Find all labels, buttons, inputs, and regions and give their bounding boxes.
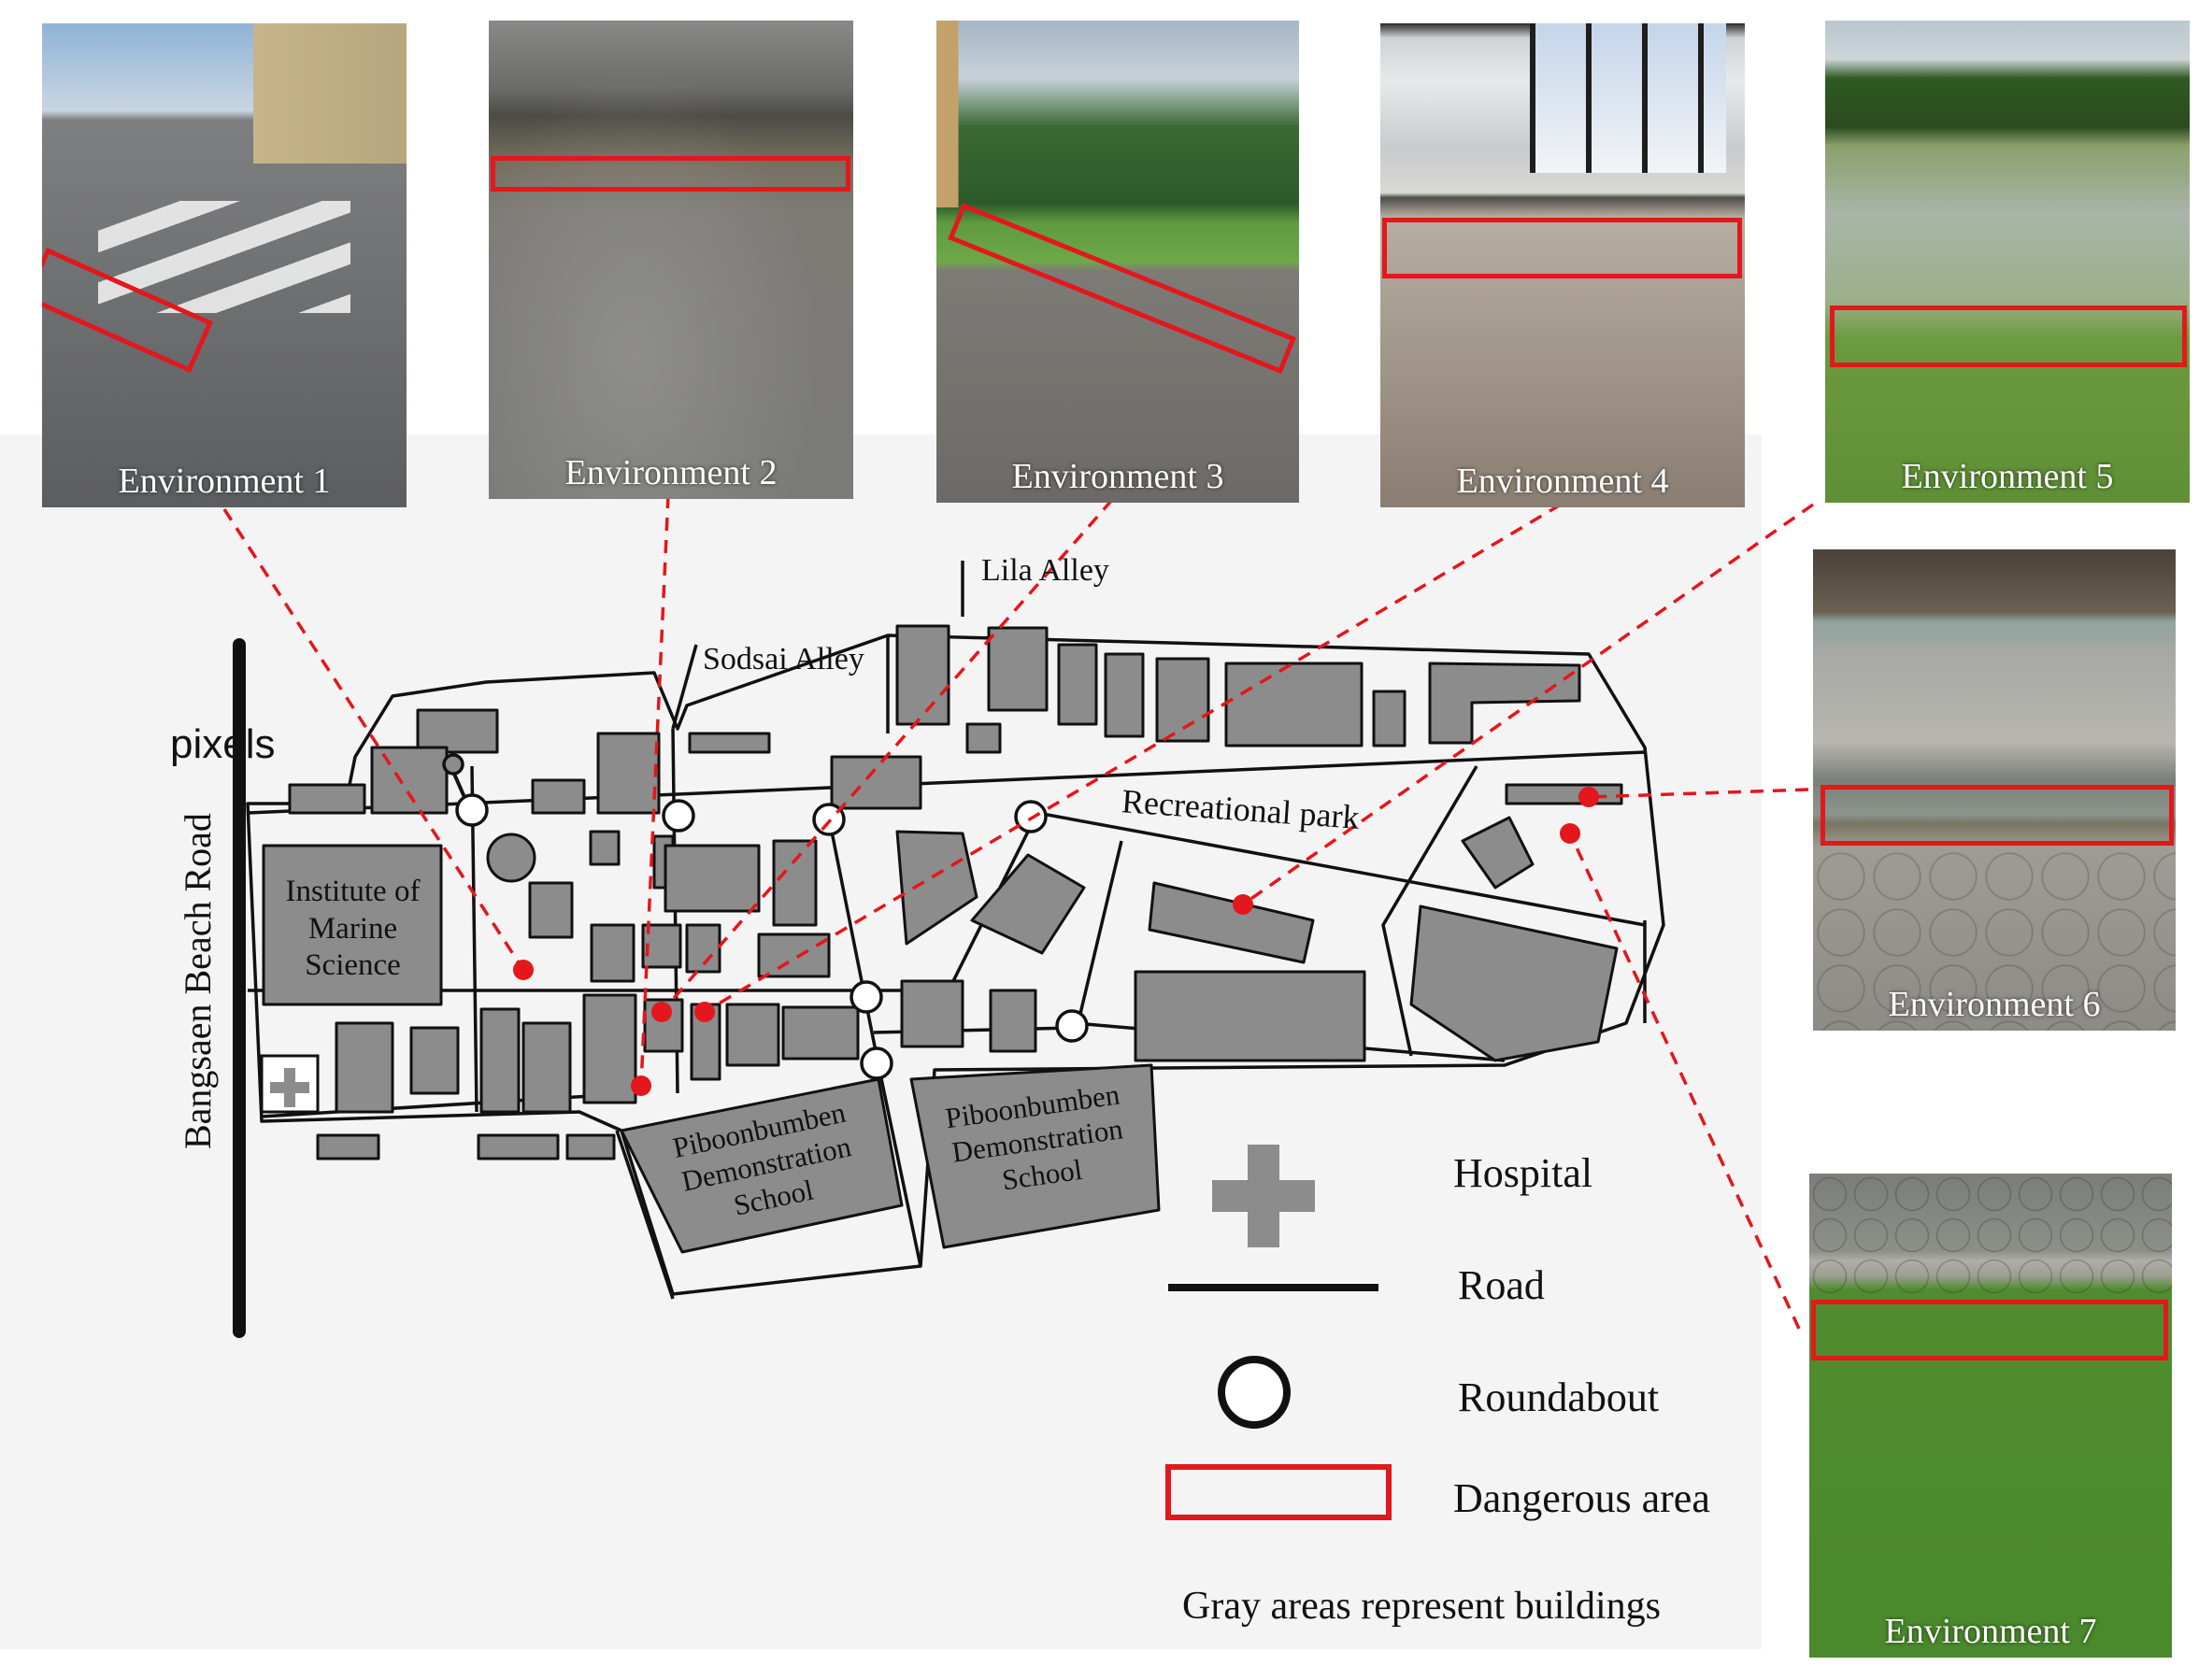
danger-dot-6 bbox=[1578, 787, 1599, 807]
building bbox=[477, 1133, 560, 1160]
building bbox=[1104, 652, 1145, 738]
roundabout-circle-icon bbox=[1055, 1009, 1089, 1043]
photo-caption: Environment 2 bbox=[564, 453, 778, 492]
building bbox=[772, 839, 818, 927]
building bbox=[288, 783, 366, 815]
building bbox=[900, 979, 964, 1048]
roundabouts bbox=[442, 753, 1089, 1080]
legend-road: Road bbox=[1458, 1262, 1545, 1308]
legend-hospital: Hospital bbox=[1453, 1150, 1593, 1196]
building bbox=[1409, 904, 1619, 1062]
building bbox=[1505, 783, 1623, 805]
photo-environment-3: Environment 3 bbox=[936, 21, 1299, 503]
road-label-sodsai: Sodsai Alley bbox=[703, 642, 864, 676]
building bbox=[1461, 816, 1535, 890]
building bbox=[416, 708, 499, 754]
leader-line-6 bbox=[1588, 788, 1809, 799]
danger-box-icon bbox=[1821, 785, 2174, 846]
building bbox=[970, 853, 1086, 955]
leader-line-2 bbox=[639, 494, 670, 1087]
danger-box-icon bbox=[1811, 1300, 2168, 1360]
building bbox=[830, 755, 922, 810]
building bbox=[565, 1133, 616, 1160]
leader-line-4 bbox=[704, 503, 1562, 1014]
leader-lines bbox=[222, 494, 1815, 1330]
photo-caption: Environment 6 bbox=[1888, 985, 2101, 1024]
leader-line-3 bbox=[660, 498, 1114, 1014]
photo-environment-7: Environment 7 bbox=[1809, 1174, 2172, 1658]
building bbox=[1057, 643, 1098, 726]
building-school-left bbox=[620, 1077, 904, 1254]
building bbox=[1134, 970, 1366, 1062]
building bbox=[664, 844, 761, 913]
legend-note: Gray areas represent buildings bbox=[1182, 1585, 1661, 1628]
building bbox=[1155, 657, 1210, 743]
photo-environment-5: Environment 5 bbox=[1825, 21, 2190, 503]
building bbox=[987, 626, 1049, 712]
photo-caption: Environment 5 bbox=[1901, 457, 2114, 496]
stray-word: pixels bbox=[170, 721, 276, 767]
building bbox=[335, 1021, 394, 1114]
leader-line-5 bbox=[1241, 503, 1815, 906]
building bbox=[1224, 662, 1364, 747]
building bbox=[521, 1021, 572, 1114]
building bbox=[590, 923, 635, 983]
building bbox=[370, 746, 449, 815]
photo-caption: Environment 1 bbox=[118, 462, 331, 501]
building bbox=[531, 778, 586, 815]
danger-box-icon bbox=[1830, 306, 2187, 367]
building bbox=[596, 732, 661, 815]
roundabout-circle-icon bbox=[442, 753, 464, 776]
building-institute bbox=[262, 844, 443, 1006]
building bbox=[688, 732, 771, 754]
photo-caption: Environment 4 bbox=[1456, 462, 1669, 501]
roundabout-circle-icon bbox=[860, 1046, 893, 1080]
building bbox=[409, 1026, 460, 1095]
photo-caption: Environment 3 bbox=[1011, 457, 1224, 496]
building bbox=[1148, 881, 1315, 964]
building bbox=[1428, 662, 1581, 745]
leader-line-1 bbox=[222, 508, 525, 971]
roundabout-circle-icon bbox=[850, 980, 883, 1014]
roundabout-circle-icon bbox=[455, 793, 489, 827]
building bbox=[479, 1007, 521, 1114]
building bbox=[486, 833, 536, 883]
building bbox=[725, 1003, 780, 1067]
hospital-cross-icon bbox=[1212, 1145, 1315, 1247]
roundabout-circle-icon bbox=[662, 799, 695, 833]
road-label-bangsaen: Bangsaen Beach Road bbox=[177, 813, 219, 1149]
building bbox=[965, 722, 1002, 754]
danger-box-icon bbox=[1165, 1464, 1392, 1520]
buildings bbox=[262, 624, 1623, 1254]
photo-environment-2: Environment 2 bbox=[489, 21, 853, 499]
area-label-institute: Institute of Marine Science bbox=[285, 875, 421, 983]
legend-dangerous: Dangerous area bbox=[1453, 1475, 1710, 1521]
building bbox=[895, 624, 950, 726]
photo-environment-6: Environment 6 bbox=[1813, 549, 2176, 1031]
legend-roundabout: Roundabout bbox=[1458, 1374, 1660, 1420]
building bbox=[781, 1005, 860, 1061]
building bbox=[685, 923, 721, 974]
danger-box-icon bbox=[1382, 218, 1742, 278]
hospital-cross-icon bbox=[270, 1068, 309, 1107]
photo-environment-4: Environment 4 bbox=[1380, 23, 1745, 507]
building bbox=[589, 830, 621, 866]
leader-line-7 bbox=[1568, 833, 1801, 1330]
road-label-lila: Lila Alley bbox=[981, 553, 1109, 588]
building-school-right bbox=[909, 1063, 1161, 1249]
photo-environment-1: Environment 1 bbox=[42, 23, 407, 507]
building bbox=[316, 1133, 380, 1160]
building bbox=[895, 830, 978, 946]
roundabout-circle-icon bbox=[1218, 1356, 1291, 1429]
building bbox=[582, 993, 637, 1104]
photo-caption: Environment 7 bbox=[1884, 1612, 2097, 1651]
roundabout-circle-icon bbox=[1014, 800, 1048, 833]
danger-box-icon bbox=[491, 156, 850, 192]
building bbox=[1372, 690, 1407, 747]
building bbox=[528, 881, 574, 939]
building bbox=[757, 933, 831, 978]
building bbox=[989, 989, 1037, 1053]
